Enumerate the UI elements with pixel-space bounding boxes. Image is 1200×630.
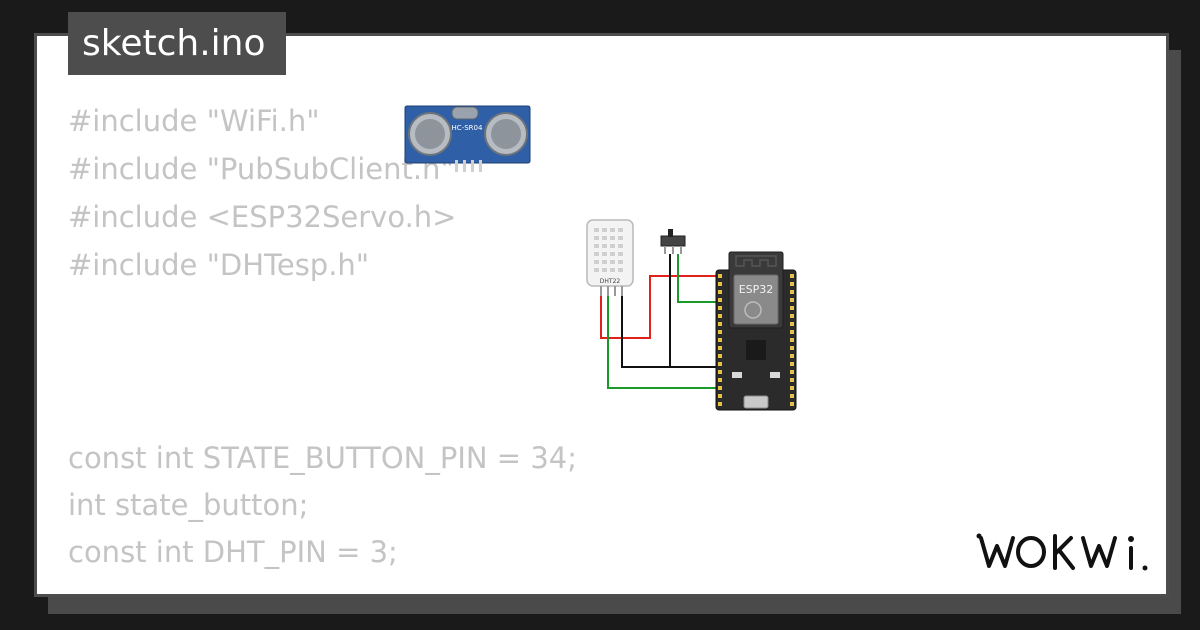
- slide-switch[interactable]: [660, 229, 686, 254]
- code-line-1: #include "WiFi.h": [68, 104, 320, 138]
- esp32-antenna: [735, 255, 777, 267]
- wokwi-logo-serif-2: [1142, 565, 1148, 571]
- esp32-left-pins: [718, 274, 722, 406]
- wire-dht-vcc: [600, 275, 720, 339]
- dht22-label: DHT22: [600, 278, 621, 285]
- esp32-board[interactable]: ESP32: [715, 251, 797, 411]
- dht22-sensor[interactable]: DHT22: [586, 219, 634, 296]
- switch-body: [660, 235, 686, 247]
- dht22-pin-gnd: [621, 286, 623, 296]
- esp32-right-pins: [790, 274, 794, 406]
- ultrasonic-crystal: [451, 106, 479, 120]
- ultrasonic-pin-echo: [471, 160, 474, 172]
- ultrasonic-label: HC-SR04: [452, 124, 483, 132]
- dht22-pin-data: [607, 286, 609, 296]
- switch-pin-2: [672, 246, 674, 254]
- ultrasonic-left-mesh: [415, 119, 445, 149]
- dht22-pin-vcc: [600, 286, 602, 296]
- wokwi-logo[interactable]: [975, 528, 1150, 576]
- code-line-6: int state_button;: [68, 488, 309, 522]
- esp32-button-boot: [770, 372, 780, 378]
- ultrasonic-sensor[interactable]: HC-SR04: [404, 105, 531, 172]
- esp32-button-en: [732, 372, 742, 378]
- code-line-5: const int STATE_BUTTON_PIN = 34;: [68, 441, 577, 475]
- wire-dht-data: [607, 296, 720, 389]
- esp32-usb-port: [743, 395, 769, 409]
- ultrasonic-right-mesh: [491, 119, 521, 149]
- code-line-7: const int DHT_PIN = 3;: [68, 535, 398, 569]
- switch-pin-1: [664, 246, 666, 254]
- sketch-filename-tab[interactable]: sketch.ino: [68, 12, 286, 75]
- switch-pin-3: [680, 246, 682, 254]
- dht22-pin-nc: [614, 286, 616, 296]
- code-line-3: #include <ESP32Servo.h>: [68, 200, 457, 234]
- wokwi-logo-serif-1: [976, 533, 982, 539]
- espressif-logo-icon: [744, 301, 762, 319]
- wokwi-logo-glyphs: [979, 534, 1133, 570]
- esp32-label: ESP32: [739, 283, 774, 296]
- ultrasonic-pin-gnd: [479, 160, 482, 172]
- esp32-usb-chip: [746, 340, 766, 360]
- dht22-grille: [594, 228, 623, 272]
- code-line-4: #include "DHTesp.h": [68, 248, 370, 282]
- wires: [600, 254, 720, 389]
- ultrasonic-pin-vcc: [455, 160, 458, 172]
- wokwi-logo-dot: [1128, 536, 1134, 542]
- wire-dht-gnd: [621, 296, 720, 368]
- ultrasonic-pin-trig: [463, 160, 466, 172]
- switch-lever: [668, 229, 673, 237]
- wire-switch-signal: [677, 254, 720, 303]
